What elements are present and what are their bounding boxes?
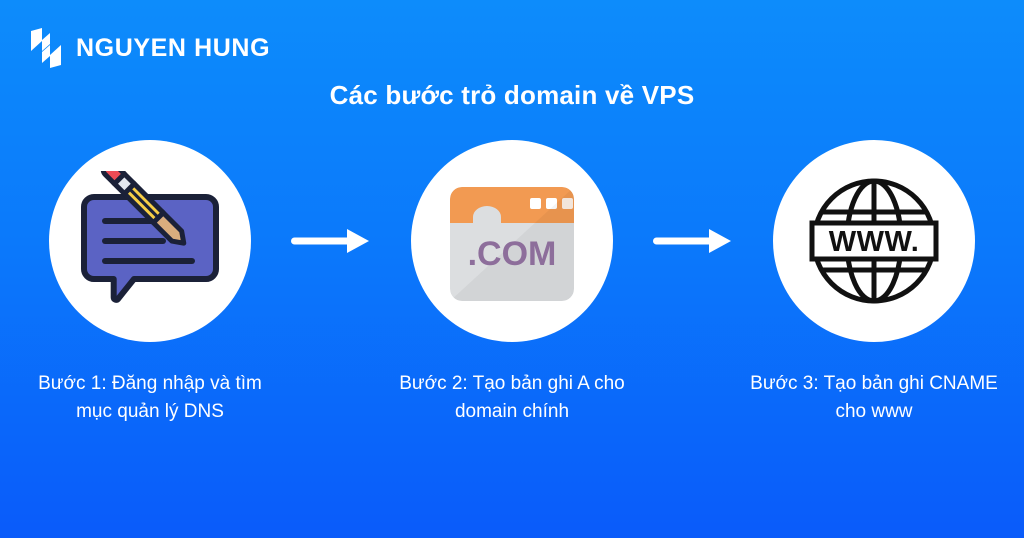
step-2-caption: Bước 2: Tạo bản ghi A cho domain chính [399, 373, 625, 422]
arrow-right-icon [653, 225, 733, 257]
step-1-icon-circle [49, 140, 251, 342]
arrow-1 [284, 140, 378, 342]
globe-www-icon: WWW. [804, 171, 944, 311]
step-3: WWW. Bước 3: Tạo bản ghi CNAME cho www [740, 140, 1008, 425]
browser-dotcom-label: .COM [468, 235, 557, 273]
brand-name: NGUYEN HUNG [76, 33, 271, 62]
step-3-icon-circle: WWW. [773, 140, 975, 342]
step-1-caption: Bước 1: Đăng nhập và tìm mục quản lý DNS [38, 373, 262, 422]
step-2: .COM Bước 2: Tạo bản ghi A cho domain ch… [378, 140, 646, 425]
step-3-caption: Bước 3: Tạo bản ghi CNAME cho www [750, 373, 998, 422]
step-1: Bước 1: Đăng nhập và tìm mục quản lý DNS [16, 140, 284, 425]
page-title: Các bước trỏ domain về VPS [329, 80, 695, 110]
steps-row: Bước 1: Đăng nhập và tìm mục quản lý DNS [0, 140, 1024, 425]
browser-window-dotcom-icon: .COM [442, 171, 582, 311]
arrow-2 [646, 140, 740, 342]
nguyen-hung-monogram-icon [29, 27, 63, 69]
arrow-right-icon [291, 225, 371, 257]
globe-www-label: WWW. [829, 226, 920, 258]
speech-bubble-pencil-icon [80, 171, 220, 311]
step-2-icon-circle: .COM [411, 140, 613, 342]
brand-logo: NGUYEN HUNG [29, 27, 270, 69]
